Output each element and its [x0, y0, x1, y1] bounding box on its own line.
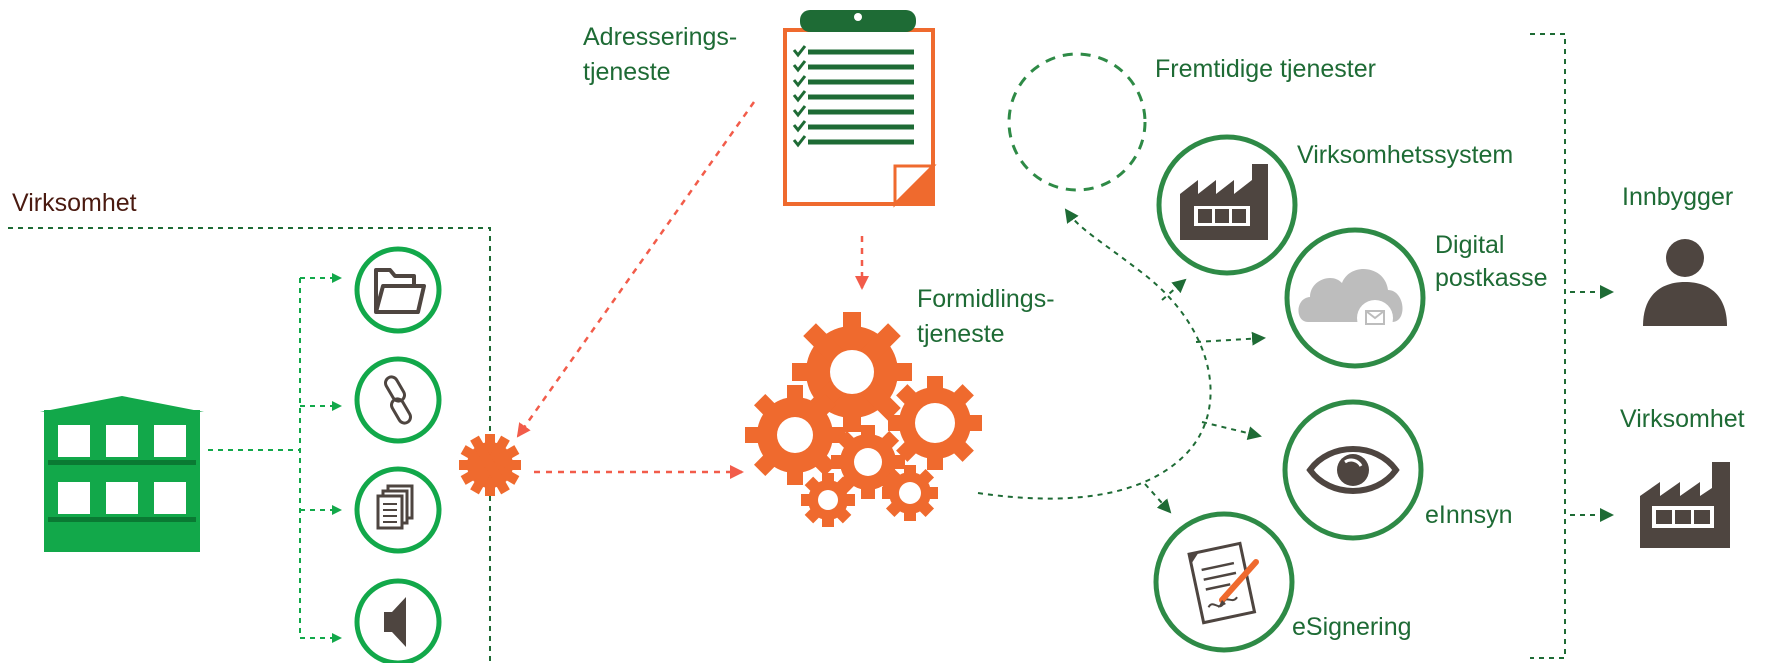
future-services-circle [1007, 52, 1147, 192]
addressing-flows [516, 101, 869, 479]
channel-documents [354, 466, 442, 554]
link-icon [384, 375, 412, 425]
org-bracket [8, 227, 491, 663]
distribution-flows [977, 208, 1266, 514]
clipboard-checklist-icon [783, 10, 937, 208]
future-services-label: Fremtidige tjenester [1155, 55, 1376, 83]
factory-icon [1640, 462, 1730, 548]
documents-icon [376, 484, 414, 530]
channel-connectors [208, 273, 342, 643]
person-icon [1643, 239, 1727, 326]
addressing-label-line2: tjeneste [583, 58, 671, 86]
eye-icon [1306, 446, 1400, 494]
esignering-node [1153, 511, 1295, 653]
building-icon [40, 396, 204, 552]
citizen-label: Innbygger [1622, 183, 1734, 211]
business-label: Virksomhet [1620, 405, 1745, 433]
gears-icon [745, 312, 982, 527]
einnsyn-label: eInnsyn [1425, 501, 1513, 529]
folder-icon [374, 268, 426, 314]
channel-audio [354, 578, 442, 663]
hub-gear-icon [459, 434, 521, 496]
org-label: Virksomhet [12, 189, 137, 217]
factory-icon [1180, 164, 1268, 240]
channel-folder [354, 246, 442, 334]
addressing-label-line1: Adresserings- [583, 23, 738, 51]
digital-mailbox-node [1284, 227, 1426, 369]
speaker-icon [384, 597, 406, 647]
enterprise-system-node [1156, 134, 1298, 276]
esignering-label: eSignering [1292, 613, 1412, 641]
einnsyn-node [1282, 399, 1424, 541]
mediation-label-line1: Formidlings- [917, 285, 1055, 313]
digital-mailbox-label-line2: postkasse [1435, 264, 1548, 292]
recipient-bracket [1530, 33, 1614, 659]
digital-mailbox-label-line1: Digital [1435, 231, 1505, 259]
mediation-label-line2: tjeneste [917, 320, 1005, 348]
channel-link [354, 356, 442, 444]
cloud-mail-icon [1298, 269, 1403, 336]
enterprise-system-label: Virksomhetssystem [1297, 141, 1514, 169]
signed-document-icon [1187, 541, 1259, 625]
